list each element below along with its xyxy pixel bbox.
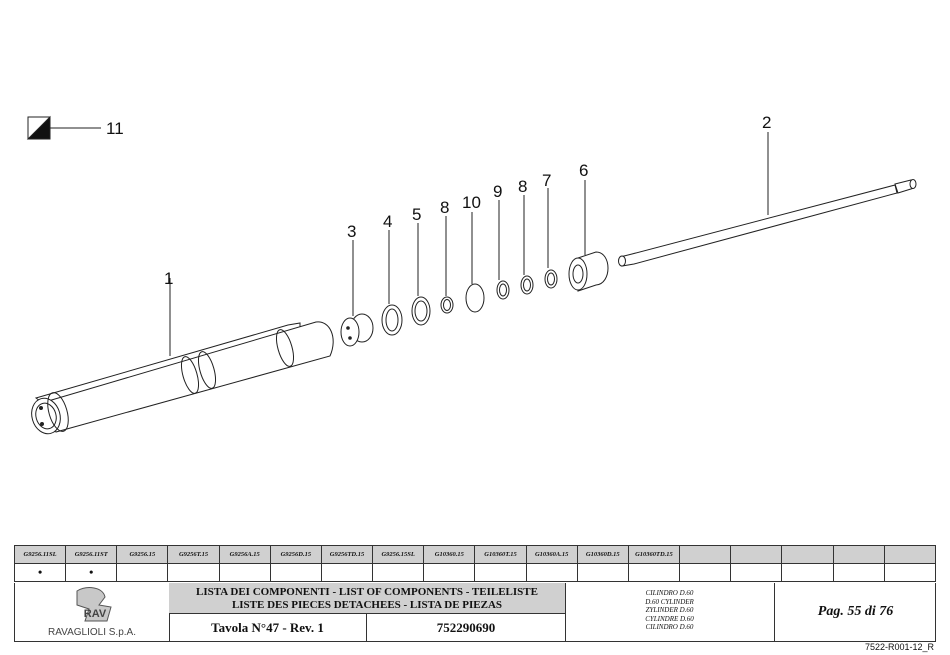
callout-6: 6 (579, 161, 588, 180)
model-applicability-table: G9256.11SL G9256.11ST G9256.15 G9256T.15… (13, 545, 937, 582)
model-code-cell: G10360A.15 (525, 545, 578, 564)
part-6-piston (568, 180, 609, 292)
part-code: 752290690 (436, 620, 496, 635)
title-info: RAV RAVAGLIOLI S.p.A. LISTA DEI COMPONEN… (14, 583, 936, 642)
model-code-cell: G10360TD.15 (627, 545, 681, 564)
list-title: LISTA DEI COMPONENTI - LIST OF COMPONENT… (169, 583, 565, 614)
part-8-ring-right (520, 195, 534, 295)
callout-11: 11 (106, 119, 124, 138)
callout-9: 9 (493, 182, 502, 201)
model-mark-cell (320, 563, 374, 582)
part-7-ring (544, 188, 558, 289)
model-mark-cell (679, 563, 732, 582)
rav-logo-icon: RAV (76, 587, 112, 622)
model-code-cell: G10360.15 (423, 545, 476, 564)
part-2-piston-rod (618, 132, 917, 267)
part-9-ring (496, 200, 510, 300)
model-mark-row: • • (13, 563, 937, 582)
svg-text:RAV: RAV (84, 608, 107, 620)
model-mark-cell (269, 563, 322, 582)
description-box: CILINDRO D.60 D.60 CYLINDER ZYLINDER D.6… (565, 583, 775, 641)
callout-5: 5 (412, 205, 421, 224)
table-revision: Tavola N°47 - Rev. 1 (169, 614, 367, 641)
model-mark-cell (218, 563, 271, 582)
callout-8-right: 8 (518, 177, 527, 196)
part-5-ring (411, 223, 431, 326)
title-box: LISTA DEI COMPONENTI - LIST OF COMPONENT… (169, 583, 566, 641)
model-mark-cell (423, 563, 476, 582)
model-code-cell (679, 545, 732, 564)
callout-3: 3 (347, 222, 356, 241)
description-line: D.60 CYLINDER (645, 597, 694, 606)
model-mark-cell (116, 563, 169, 582)
description-line: CYLINDRE D.60 (645, 614, 694, 623)
model-mark-cell (883, 563, 937, 582)
part-10-oring (465, 212, 485, 313)
model-mark-cell (832, 563, 885, 582)
exploded-view-drawing: 1 2 3 4 5 6 7 8 9 10 8 11 (26, 113, 917, 435)
model-mark-cell (167, 563, 220, 582)
model-code-cell: G9256D.15 (269, 545, 322, 564)
part-3-head (340, 240, 374, 347)
model-mark-cell (576, 563, 629, 582)
model-code-cell: G9256.15SL (372, 545, 425, 564)
model-code-cell: G9256.15 (116, 545, 169, 564)
page-number: Pag. 55 di 76 (817, 604, 894, 619)
drawing-number: 7522-R001-12_R (864, 642, 934, 652)
model-mark-cell (627, 563, 681, 582)
list-title-line-1: LISTA DEI COMPONENTI - LIST OF COMPONENT… (196, 586, 538, 598)
description-line: CILINDRO D.60 (645, 623, 694, 631)
part-1-cylinder-barrel (31, 278, 334, 435)
model-mark-cell: • (65, 563, 118, 582)
company-logo-box: RAV RAVAGLIOLI S.p.A. (15, 583, 170, 641)
model-code-cell: G9256TD.15 (320, 545, 374, 564)
model-mark-cell: • (13, 563, 67, 582)
description-line: CILINDRO D.60 (645, 589, 694, 597)
model-code-cell (832, 545, 885, 564)
part-11-symbol (26, 115, 101, 140)
model-code-cell: G9256.11SL (13, 545, 67, 564)
model-mark-cell (474, 563, 527, 582)
model-mark-cell (372, 563, 425, 582)
model-code-row: G9256.11SL G9256.11ST G9256.15 G9256T.15… (13, 545, 937, 564)
callout-2: 2 (762, 113, 771, 132)
part-4-seal (381, 230, 403, 336)
callout-8-left: 8 (440, 198, 449, 217)
model-code-cell: G9256.11ST (65, 545, 118, 564)
company-name: RAVAGLIOLI S.p.A. (48, 627, 136, 638)
title-block: G9256.11SL G9256.11ST G9256.15 G9256T.15… (13, 545, 937, 642)
model-code-cell (781, 545, 834, 564)
description-line: ZYLINDER D.60 (645, 606, 694, 614)
model-mark-cell (730, 563, 783, 582)
model-code-cell: G9256A.15 (218, 545, 271, 564)
model-code-cell (883, 545, 937, 564)
model-mark-cell (781, 563, 834, 582)
model-code-cell (730, 545, 783, 564)
callout-10: 10 (462, 193, 481, 212)
model-code-cell: G9256T.15 (167, 545, 220, 564)
model-mark-cell (525, 563, 578, 582)
callout-7: 7 (542, 171, 551, 190)
list-title-line-2: LISTE DES PIECES DETACHEES - LISTA DE PI… (231, 599, 503, 611)
part-8-ring-left (440, 216, 454, 314)
model-code-cell: G10360T.15 (474, 545, 527, 564)
model-code-cell: G10360D.15 (576, 545, 629, 564)
callout-1: 1 (164, 269, 173, 288)
callout-4: 4 (383, 212, 392, 231)
